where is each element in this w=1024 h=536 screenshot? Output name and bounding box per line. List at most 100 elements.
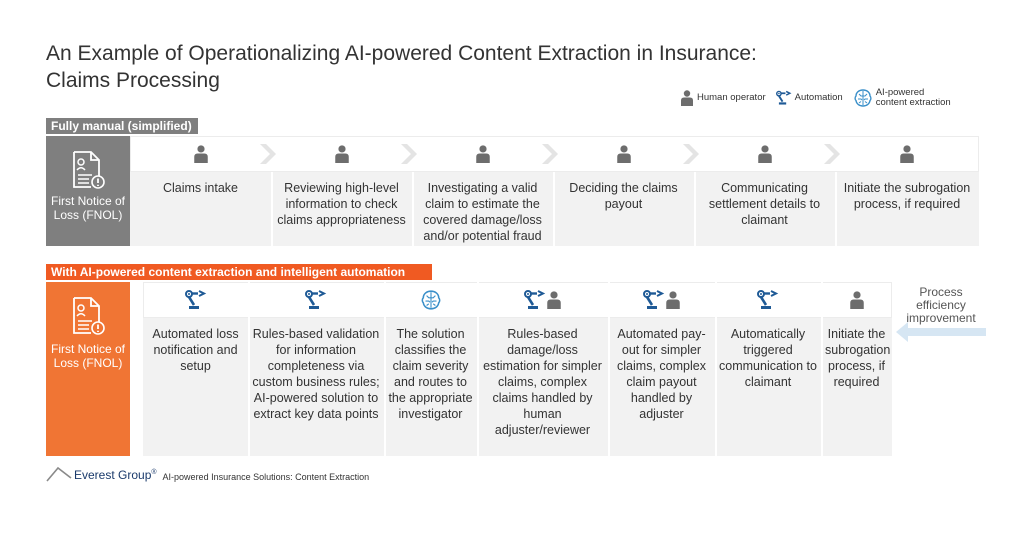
process-step: Investigating a valid claim to estimate … [412,136,553,246]
process-step: Automatically triggered communication to… [715,282,821,456]
step-text: Rules-based validation for information c… [252,327,380,421]
process-step: Deciding the claims payout [553,136,694,246]
document-alert-icon [73,151,105,189]
step-icons [694,136,835,172]
process-step: Automated loss notification and setup [143,282,248,456]
legend-automation-label: Automation [794,92,843,103]
person-icon [334,145,350,163]
robot-arm-icon [523,290,546,310]
legend-ai-label: AI-powered content extraction [875,87,951,108]
step-text: Initiate the subrogation process, if req… [843,181,971,211]
footer-subtitle: AI-powered Insurance Solutions: Content … [162,472,370,482]
process-step: Automated pay-out for simpler claims, co… [608,282,715,456]
step-text: Automatically triggered communication to… [719,327,817,389]
process-step: Initiate the subrogation process, if req… [821,282,892,456]
person-icon [849,291,865,309]
step-text: Investigating a valid claim to estimate … [423,181,542,243]
process-step: Communicating settlement details to clai… [694,136,835,246]
robot-arm-icon [184,290,207,310]
chevron-right-icon [257,142,281,171]
legend-human: Human operator [680,90,766,106]
document-alert-icon [73,297,105,335]
person-icon [899,145,915,163]
manual-section-label: Fully manual (simplified) [46,118,198,134]
chevron-right-icon [539,142,563,171]
chevron-right-icon [398,142,422,171]
step-icons [248,282,384,318]
fnol-manual: First Notice of Loss (FNOL) [46,136,130,246]
step-text: Initiate the subrogation process, if req… [825,327,891,389]
step-divider [821,282,823,456]
title-line-2: Claims Processing [46,69,220,92]
step-divider [608,282,610,456]
legend: Human operator Automation AI-powered con… [680,84,966,112]
footer-brand-name: Everest Group [74,468,152,482]
step-text: Communicating settlement details to clai… [708,181,821,227]
ai-brain-icon [854,89,872,107]
step-divider [384,282,386,456]
efficiency-arrow [896,322,986,342]
person-icon [546,291,562,309]
ai-section-label: With AI-powered content extraction and i… [46,264,432,280]
process-step: Rules-based validation for information c… [248,282,384,456]
chevron-right-icon [680,142,704,171]
step-icons [130,136,271,172]
step-icons [553,136,694,172]
step-text: Automated pay-out for simpler claims, co… [617,327,706,421]
footer: Everest Group® AI-powered Insurance Solu… [46,466,369,482]
step-icons [715,282,821,318]
process-step: Rules-based damage/loss estimation for s… [477,282,608,456]
footer-brand-mark: ® [151,469,157,476]
step-icons [271,136,412,172]
step-icons [477,282,608,318]
legend-human-label: Human operator [697,92,766,103]
process-step: Claims intake [130,136,271,246]
everest-logo-icon [46,466,72,482]
robot-arm-icon [305,290,327,310]
step-text: Automated loss notification and setup [152,327,239,373]
step-icons [143,282,248,318]
process-step: Reviewing high-level information to chec… [271,136,412,246]
person-icon [616,145,632,163]
page-title: An Example of Operationalizing AI-powere… [46,40,866,94]
footer-brand: Everest Group® [74,468,157,482]
step-text: Reviewing high-level information to chec… [277,181,406,227]
step-text: Deciding the claims payout [569,181,678,211]
person-icon [665,291,681,309]
step-divider [694,172,696,246]
robot-arm-icon [775,90,792,105]
ai-icon-band [143,282,892,318]
step-divider [835,172,837,246]
step-divider [477,282,479,456]
fnol-manual-label: First Notice of Loss (FNOL) [50,194,125,222]
step-icons [412,136,553,172]
robot-arm-icon [757,290,779,310]
step-icons [821,282,892,318]
fnol-ai-label: First Notice of Loss (FNOL) [50,342,125,370]
step-divider [248,282,250,456]
person-icon [475,145,491,163]
efficiency-label: Process efficiency improvement [906,285,976,325]
step-icons [835,136,979,172]
chevron-right-icon [821,142,845,171]
step-text: Rules-based damage/loss estimation for s… [483,327,602,437]
step-divider [553,172,555,246]
robot-arm-icon [642,290,665,310]
step-icons [384,282,477,318]
process-step: The solution classifies the claim severi… [384,282,477,456]
step-icons [608,282,715,318]
person-icon [757,145,773,163]
step-text: The solution classifies the claim severi… [388,327,473,421]
fnol-ai: First Notice of Loss (FNOL) [46,282,130,456]
ai-brain-icon [420,289,442,311]
title-line-1: An Example of Operationalizing AI-powere… [46,42,757,65]
legend-ai: AI-powered content extraction [853,88,956,108]
person-icon [193,145,209,163]
step-divider [715,282,717,456]
step-text: Claims intake [162,181,239,195]
process-step: Initiate the subrogation process, if req… [835,136,979,246]
person-icon [681,90,693,106]
step-divider [412,172,414,246]
legend-automation: Automation [775,90,843,106]
step-divider [271,172,273,246]
